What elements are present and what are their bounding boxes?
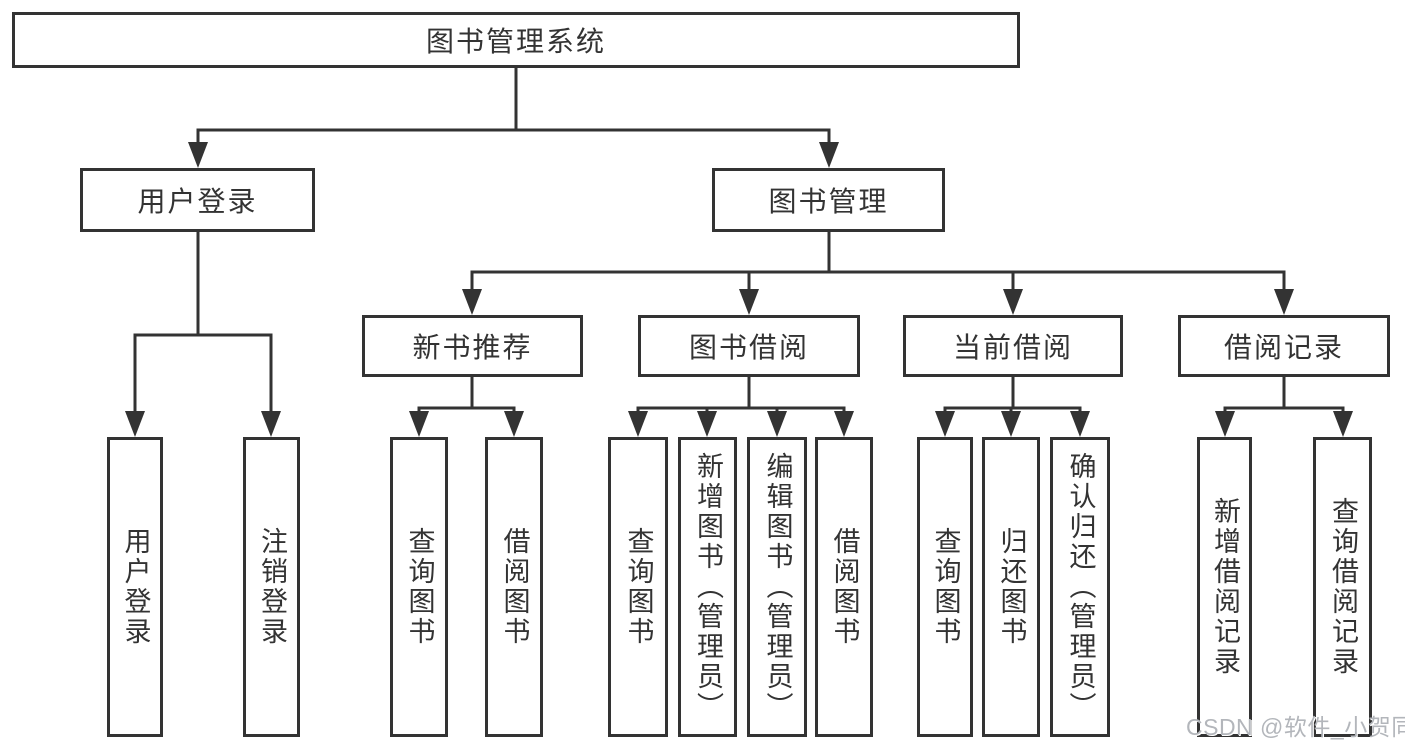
arrow-down-icon [697, 411, 717, 437]
arrow-down-icon [1333, 411, 1353, 437]
connector-line [417, 377, 516, 416]
arrow-down-icon [188, 142, 208, 168]
arrow-down-icon [1001, 411, 1021, 437]
node-nbr-borrow-books: 借阅图书 [485, 437, 543, 737]
node-label: 归还图书 [996, 527, 1027, 647]
node-label: 用户登录 [137, 186, 258, 217]
node-book-management: 图书管理 [712, 168, 945, 232]
node-label: 编辑图书（管理员） [762, 452, 793, 722]
arrow-down-icon [462, 289, 482, 315]
node-borrowing-records: 借阅记录 [1178, 315, 1390, 377]
arrow-down-icon [125, 411, 145, 437]
node-label: 查询图书 [404, 527, 435, 647]
node-label: 查询借阅记录 [1328, 497, 1358, 677]
connector-line [636, 377, 846, 416]
node-label: 图书管理 [768, 186, 889, 217]
node-cb-return-books: 归还图书 [982, 437, 1040, 737]
node-user-login-leaf: 用户登录 [107, 437, 163, 737]
node-br-query-borrow-record: 查询借阅记录 [1313, 437, 1372, 737]
arrow-down-icon [739, 289, 759, 315]
node-cb-query-books: 查询图书 [917, 437, 973, 737]
node-nbr-query-books: 查询图书 [390, 437, 448, 737]
arrow-down-icon [1070, 411, 1090, 437]
node-label: 新增图书（管理员） [693, 452, 723, 722]
connector-line [470, 232, 1286, 297]
arrow-down-icon [1003, 289, 1023, 315]
node-bb-borrow-books: 借阅图书 [815, 437, 873, 737]
node-label: 确认归还（管理员） [1065, 452, 1096, 722]
node-label: 借阅记录 [1223, 332, 1344, 363]
node-library-management-system: 图书管理系统 [12, 12, 1020, 68]
node-bb-add-books-admin: 新增图书（管理员） [678, 437, 737, 737]
arrow-down-icon [1274, 289, 1294, 315]
arrow-down-icon [628, 411, 648, 437]
arrow-down-icon [261, 411, 281, 437]
node-label: 查询图书 [930, 527, 961, 647]
node-label: 当前借阅 [952, 332, 1073, 363]
arrow-down-icon [1215, 411, 1235, 437]
node-label: 图书管理系统 [425, 26, 606, 57]
connector-line [196, 68, 831, 150]
node-user-login: 用户登录 [80, 168, 315, 232]
node-current-borrowing: 当前借阅 [903, 315, 1123, 377]
connector-line [1223, 377, 1345, 416]
node-label: 借阅图书 [499, 527, 530, 647]
node-bb-edit-books-admin: 编辑图书（管理员） [747, 437, 807, 737]
connector-line [943, 377, 1082, 416]
arrow-down-icon [504, 411, 524, 437]
arrow-down-icon [819, 142, 839, 168]
node-label: 新书推荐 [412, 332, 533, 363]
arrow-down-icon [409, 411, 429, 437]
connector-line [133, 232, 273, 417]
node-br-add-borrow-record: 新增借阅记录 [1197, 437, 1252, 737]
node-label: 用户登录 [120, 527, 151, 647]
node-label: 借阅图书 [829, 527, 860, 647]
node-new-book-recommendation: 新书推荐 [362, 315, 583, 377]
node-bb-query-books: 查询图书 [608, 437, 668, 737]
node-label: 查询图书 [623, 527, 654, 647]
node-label: 新增借阅记录 [1210, 497, 1240, 677]
node-book-borrowing: 图书借阅 [638, 315, 860, 377]
node-cb-confirm-return-admin: 确认归还（管理员） [1050, 437, 1110, 737]
node-logout: 注销登录 [243, 437, 300, 737]
arrow-down-icon [767, 411, 787, 437]
node-label: 注销登录 [257, 527, 287, 647]
csdn-watermark: CSDN @软件_小贺同学 [1186, 714, 1405, 740]
arrow-down-icon [834, 411, 854, 437]
node-label: 图书借阅 [688, 332, 809, 363]
arrow-down-icon [935, 411, 955, 437]
